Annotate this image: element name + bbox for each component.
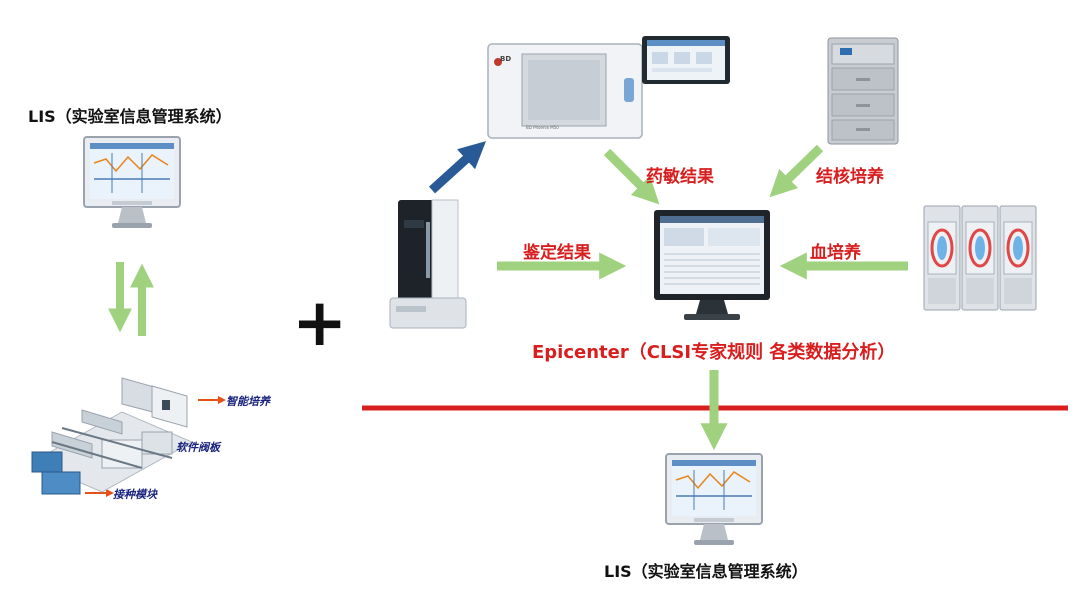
lis-bottom-monitor-icon xyxy=(665,453,763,545)
tb-culture-instrument-image xyxy=(827,37,899,145)
plus-sign: + xyxy=(292,284,348,361)
epicenter-label: Epicenter（CLSI专家规则 各类数据分析） xyxy=(532,342,896,363)
ast-result-label: 药敏结果 xyxy=(646,167,714,187)
smart-culture-label: 智能培养 xyxy=(226,395,270,408)
phoenix-brand-text: BD xyxy=(500,55,512,63)
tablet-screen-image xyxy=(642,36,730,84)
tb-culture-label: 结核培养 xyxy=(816,167,884,187)
lis-bottom-label: LIS（实验室信息管理系统） xyxy=(604,562,808,581)
id-result-label: 鉴定结果 xyxy=(523,243,591,263)
blood-culture-label: 血培养 xyxy=(810,243,861,263)
inoculation-module-label: 接种模块 xyxy=(113,488,157,501)
lab-automation-layout-image xyxy=(30,377,194,495)
epicenter-monitor-image xyxy=(654,210,770,320)
phoenix-model-text: BD Phoenix M50 xyxy=(526,125,559,130)
arrow-id-to-phoenix xyxy=(428,141,487,194)
bd-phoenix-instrument-image xyxy=(487,43,643,139)
lis-top-monitor-icon xyxy=(83,136,181,228)
software-valve-label: 软件阀板 xyxy=(176,441,220,454)
blood-culture-instruments-image xyxy=(923,205,1037,311)
lis-top-label: LIS（实验室信息管理系统） xyxy=(28,107,232,126)
arrow-ast-result xyxy=(603,148,660,205)
id-instrument-image xyxy=(389,199,467,329)
arrow-tb-culture xyxy=(769,144,824,198)
